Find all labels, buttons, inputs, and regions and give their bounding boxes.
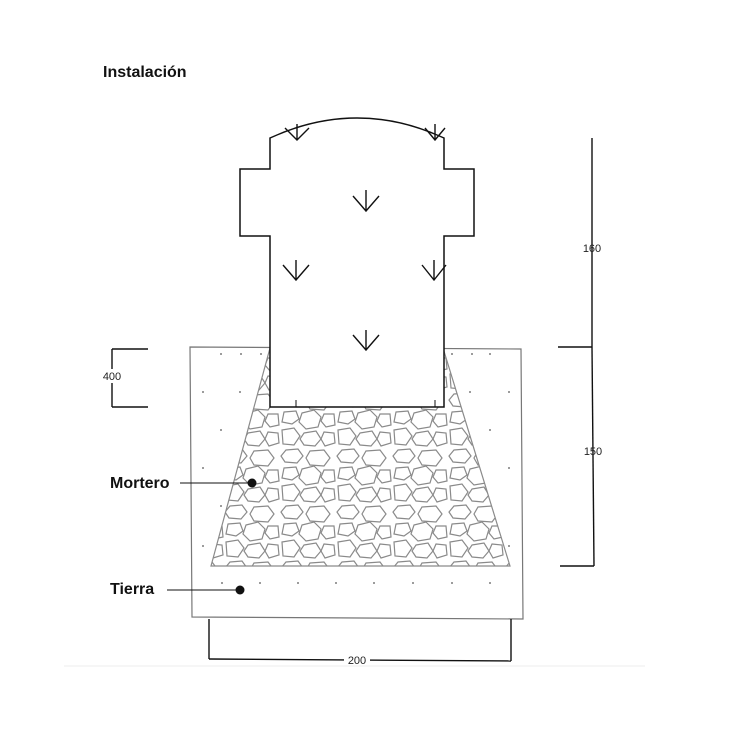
- dimension-left-label-bg: [100, 369, 124, 383]
- dimension-embed-depth: 400: [103, 371, 121, 383]
- dimension-bottom-label-bg: [344, 653, 370, 667]
- dimension-upper-height: 160: [583, 243, 601, 255]
- dimension-right: [558, 138, 595, 567]
- post-base-ticks: [295, 400, 436, 407]
- label-mortar: Mortero: [110, 475, 170, 492]
- diagram-title: Instalación: [103, 64, 187, 81]
- leader-dot-mortar: [247, 478, 257, 488]
- arrow-icons: [282, 124, 447, 352]
- soil-dots: [202, 353, 510, 584]
- label-soil: Tierra: [110, 581, 154, 598]
- dimension-base-width: 200: [348, 655, 366, 667]
- leader-dot-soil: [235, 585, 245, 595]
- dimension-lower-height: 150: [584, 446, 602, 458]
- headstone-outline: [239, 117, 475, 408]
